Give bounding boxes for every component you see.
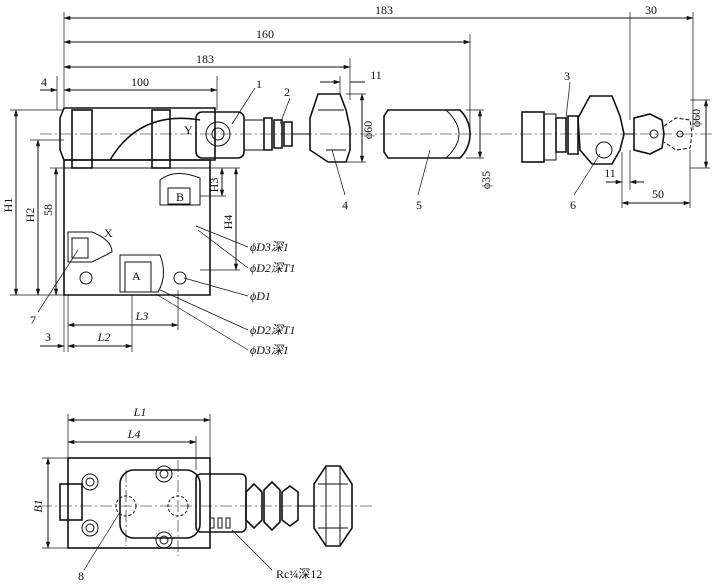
callout-3: 3 — [564, 69, 570, 83]
port-y-label: Y — [184, 123, 193, 137]
note-d1: ϕD1 — [250, 289, 271, 303]
dim-4: 4 — [41, 75, 47, 89]
note-d2-depth-t1-bottom: ϕD2深T1 — [250, 323, 296, 337]
dim-phi35: ϕ35 — [479, 171, 493, 189]
callout-5: 5 — [416, 198, 422, 212]
dim-l4: L4 — [127, 427, 141, 441]
dim-183: 183 — [196, 52, 214, 66]
dim-h3: H3 — [207, 178, 221, 193]
dim-3: 3 — [45, 330, 51, 344]
dim-11-key: 11 — [604, 166, 616, 180]
bottom-view — [40, 414, 372, 571]
top-view-bottom-dimensions — [40, 290, 179, 352]
dim-phi60-key: ϕ60 — [689, 109, 703, 127]
dim-b1: B1 — [31, 499, 45, 512]
note-d3-depth1-top: ϕD3深1 — [250, 240, 289, 254]
dim-h4: H4 — [221, 215, 235, 230]
dim-58: 58 — [41, 204, 55, 216]
note-d2-depth-t1-top: ϕD2深T1 — [250, 261, 296, 275]
dim-30: 30 — [645, 3, 657, 17]
port-a-label: A — [132, 269, 141, 283]
top-dimension-lines — [40, 12, 694, 130]
callout-7: 7 — [30, 313, 36, 327]
callout-2: 2 — [284, 85, 290, 99]
callout-4: 4 — [342, 198, 348, 212]
left-vertical-dimensions — [10, 109, 240, 296]
dim-l2: L2 — [97, 330, 111, 344]
dim-160: 160 — [256, 27, 274, 41]
dim-l3: L3 — [135, 309, 149, 323]
callout-6: 6 — [570, 198, 576, 212]
dim-183-overall: 183 — [375, 3, 393, 17]
dim-l1: L1 — [133, 405, 147, 419]
dim-100: 100 — [131, 75, 149, 89]
note-rc-thread: Rc¼深12 — [276, 567, 322, 581]
leader-lines — [37, 81, 601, 351]
valve-body-top-view — [59, 93, 366, 296]
dim-11-handle: 11 — [370, 68, 382, 82]
dim-phi60-handle: ϕ60 — [361, 121, 375, 139]
knob-part-5 — [383, 109, 484, 159]
dim-h2: H2 — [23, 208, 37, 223]
dim-50: 50 — [652, 187, 664, 201]
callout-8: 8 — [78, 569, 84, 583]
port-x-label: X — [104, 226, 113, 240]
note-d3-depth1-bottom: ϕD3深1 — [250, 343, 289, 357]
port-b-label: B — [176, 190, 184, 204]
callout-1: 1 — [256, 77, 262, 91]
key-lock-assembly — [521, 95, 710, 208]
dim-h1: H1 — [1, 198, 15, 213]
